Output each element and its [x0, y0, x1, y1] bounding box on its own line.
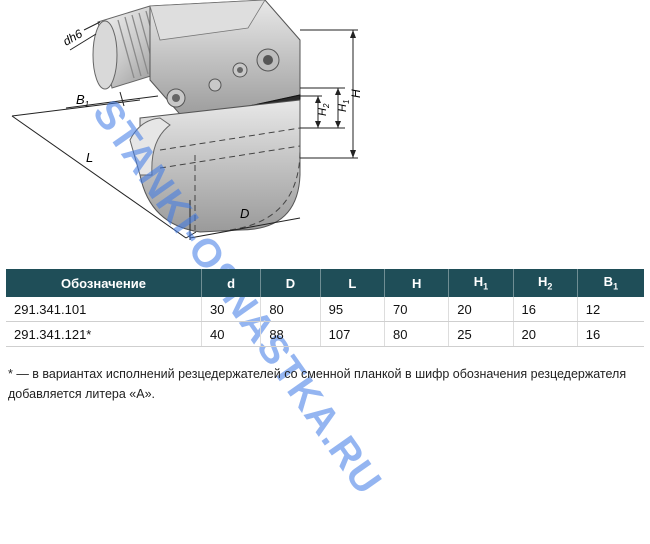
dim-label-h2: H2	[317, 103, 331, 116]
cell-L: 107	[320, 321, 386, 347]
dim-label-h1: H1	[337, 100, 351, 112]
header-d: d	[201, 269, 262, 297]
header-L: L	[320, 269, 386, 297]
cell-H: 70	[384, 297, 450, 322]
footnote: * — в вариантах исполнений резцедержател…	[8, 367, 627, 401]
specification-table: Обозначение d D L H H1 H2 B1 291.341.101…	[6, 269, 644, 347]
cell-B1: 12	[577, 297, 644, 322]
cell-B1: 16	[577, 321, 644, 347]
header-H1: H1	[448, 269, 514, 297]
cell-H2: 20	[513, 321, 578, 347]
cell-H1: 20	[448, 297, 514, 322]
dim-label-d: D	[240, 206, 249, 221]
cell-D: 80	[260, 297, 321, 322]
cell-d: 30	[201, 297, 262, 322]
header-H2: H2	[513, 269, 578, 297]
header-H: H	[384, 269, 450, 297]
dim-label-l: L	[86, 150, 93, 165]
cell-designation: 291.341.101	[6, 297, 202, 322]
cell-d: 40	[201, 321, 262, 347]
header-D: D	[260, 269, 321, 297]
table-row: 291.341.121* 40 88 107 80 25 20 16	[6, 321, 644, 347]
cell-H: 80	[384, 321, 450, 347]
cell-H1: 25	[448, 321, 514, 347]
tool-holder-drawing: dh6 B1 L D H H1 H2	[11, 0, 363, 240]
header-designation: Обозначение	[6, 269, 202, 297]
cell-designation: 291.341.121*	[6, 321, 202, 347]
base-cylinder	[129, 99, 301, 233]
table-header-row: Обозначение d D L H H1 H2 B1	[6, 269, 644, 297]
dim-label-dh6: dh6	[61, 26, 86, 48]
dim-label-b1: B1	[76, 92, 89, 109]
header-B1: B1	[577, 269, 644, 297]
cell-D: 88	[260, 321, 321, 347]
table-row: 291.341.101 30 80 95 70 20 16 12	[6, 297, 644, 322]
cell-H2: 16	[513, 297, 578, 322]
cell-L: 95	[320, 297, 386, 322]
dim-label-h: H	[349, 89, 363, 98]
